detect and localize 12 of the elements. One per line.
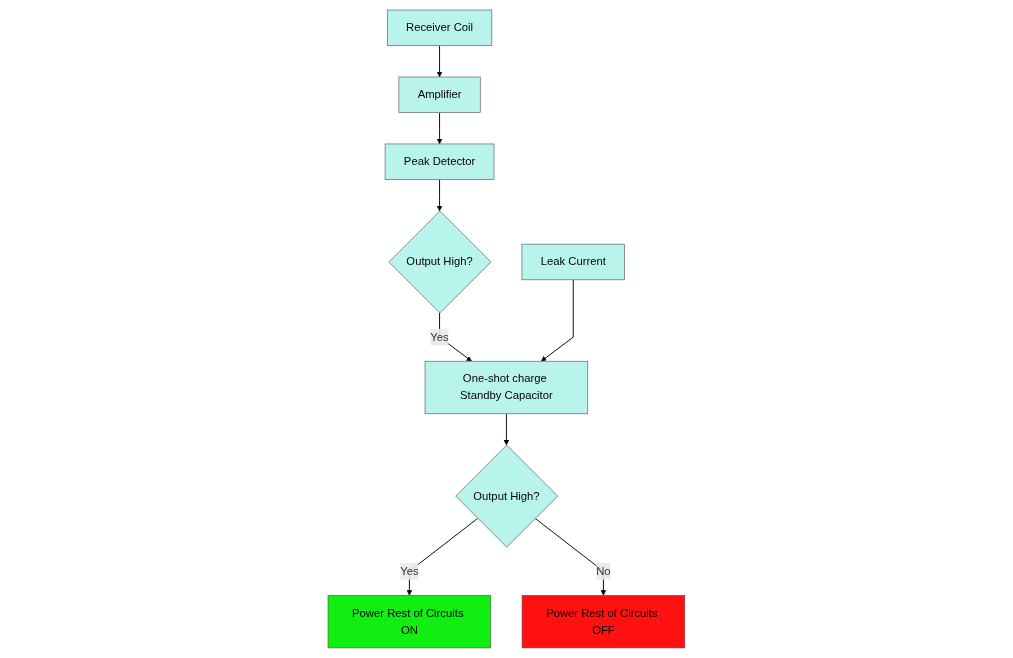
node-diamond: Output High?: [455, 444, 559, 548]
node-box: Power Rest of Circuits ON: [327, 595, 492, 649]
edge-label: Yes: [400, 564, 419, 578]
edge-label: No: [596, 564, 611, 578]
node-box: Amplifier: [398, 76, 481, 113]
node-box: Leak Current: [521, 243, 625, 281]
node-box: One-shot charge Standby Capacitor: [424, 360, 589, 415]
node-box: Receiver Coil: [387, 9, 493, 46]
edge-label: Yes: [430, 330, 449, 344]
node-box: Peak Detector: [384, 143, 495, 180]
node-diamond: Output High?: [388, 210, 492, 314]
node-box: Power Rest of Circuits OFF: [521, 595, 686, 649]
